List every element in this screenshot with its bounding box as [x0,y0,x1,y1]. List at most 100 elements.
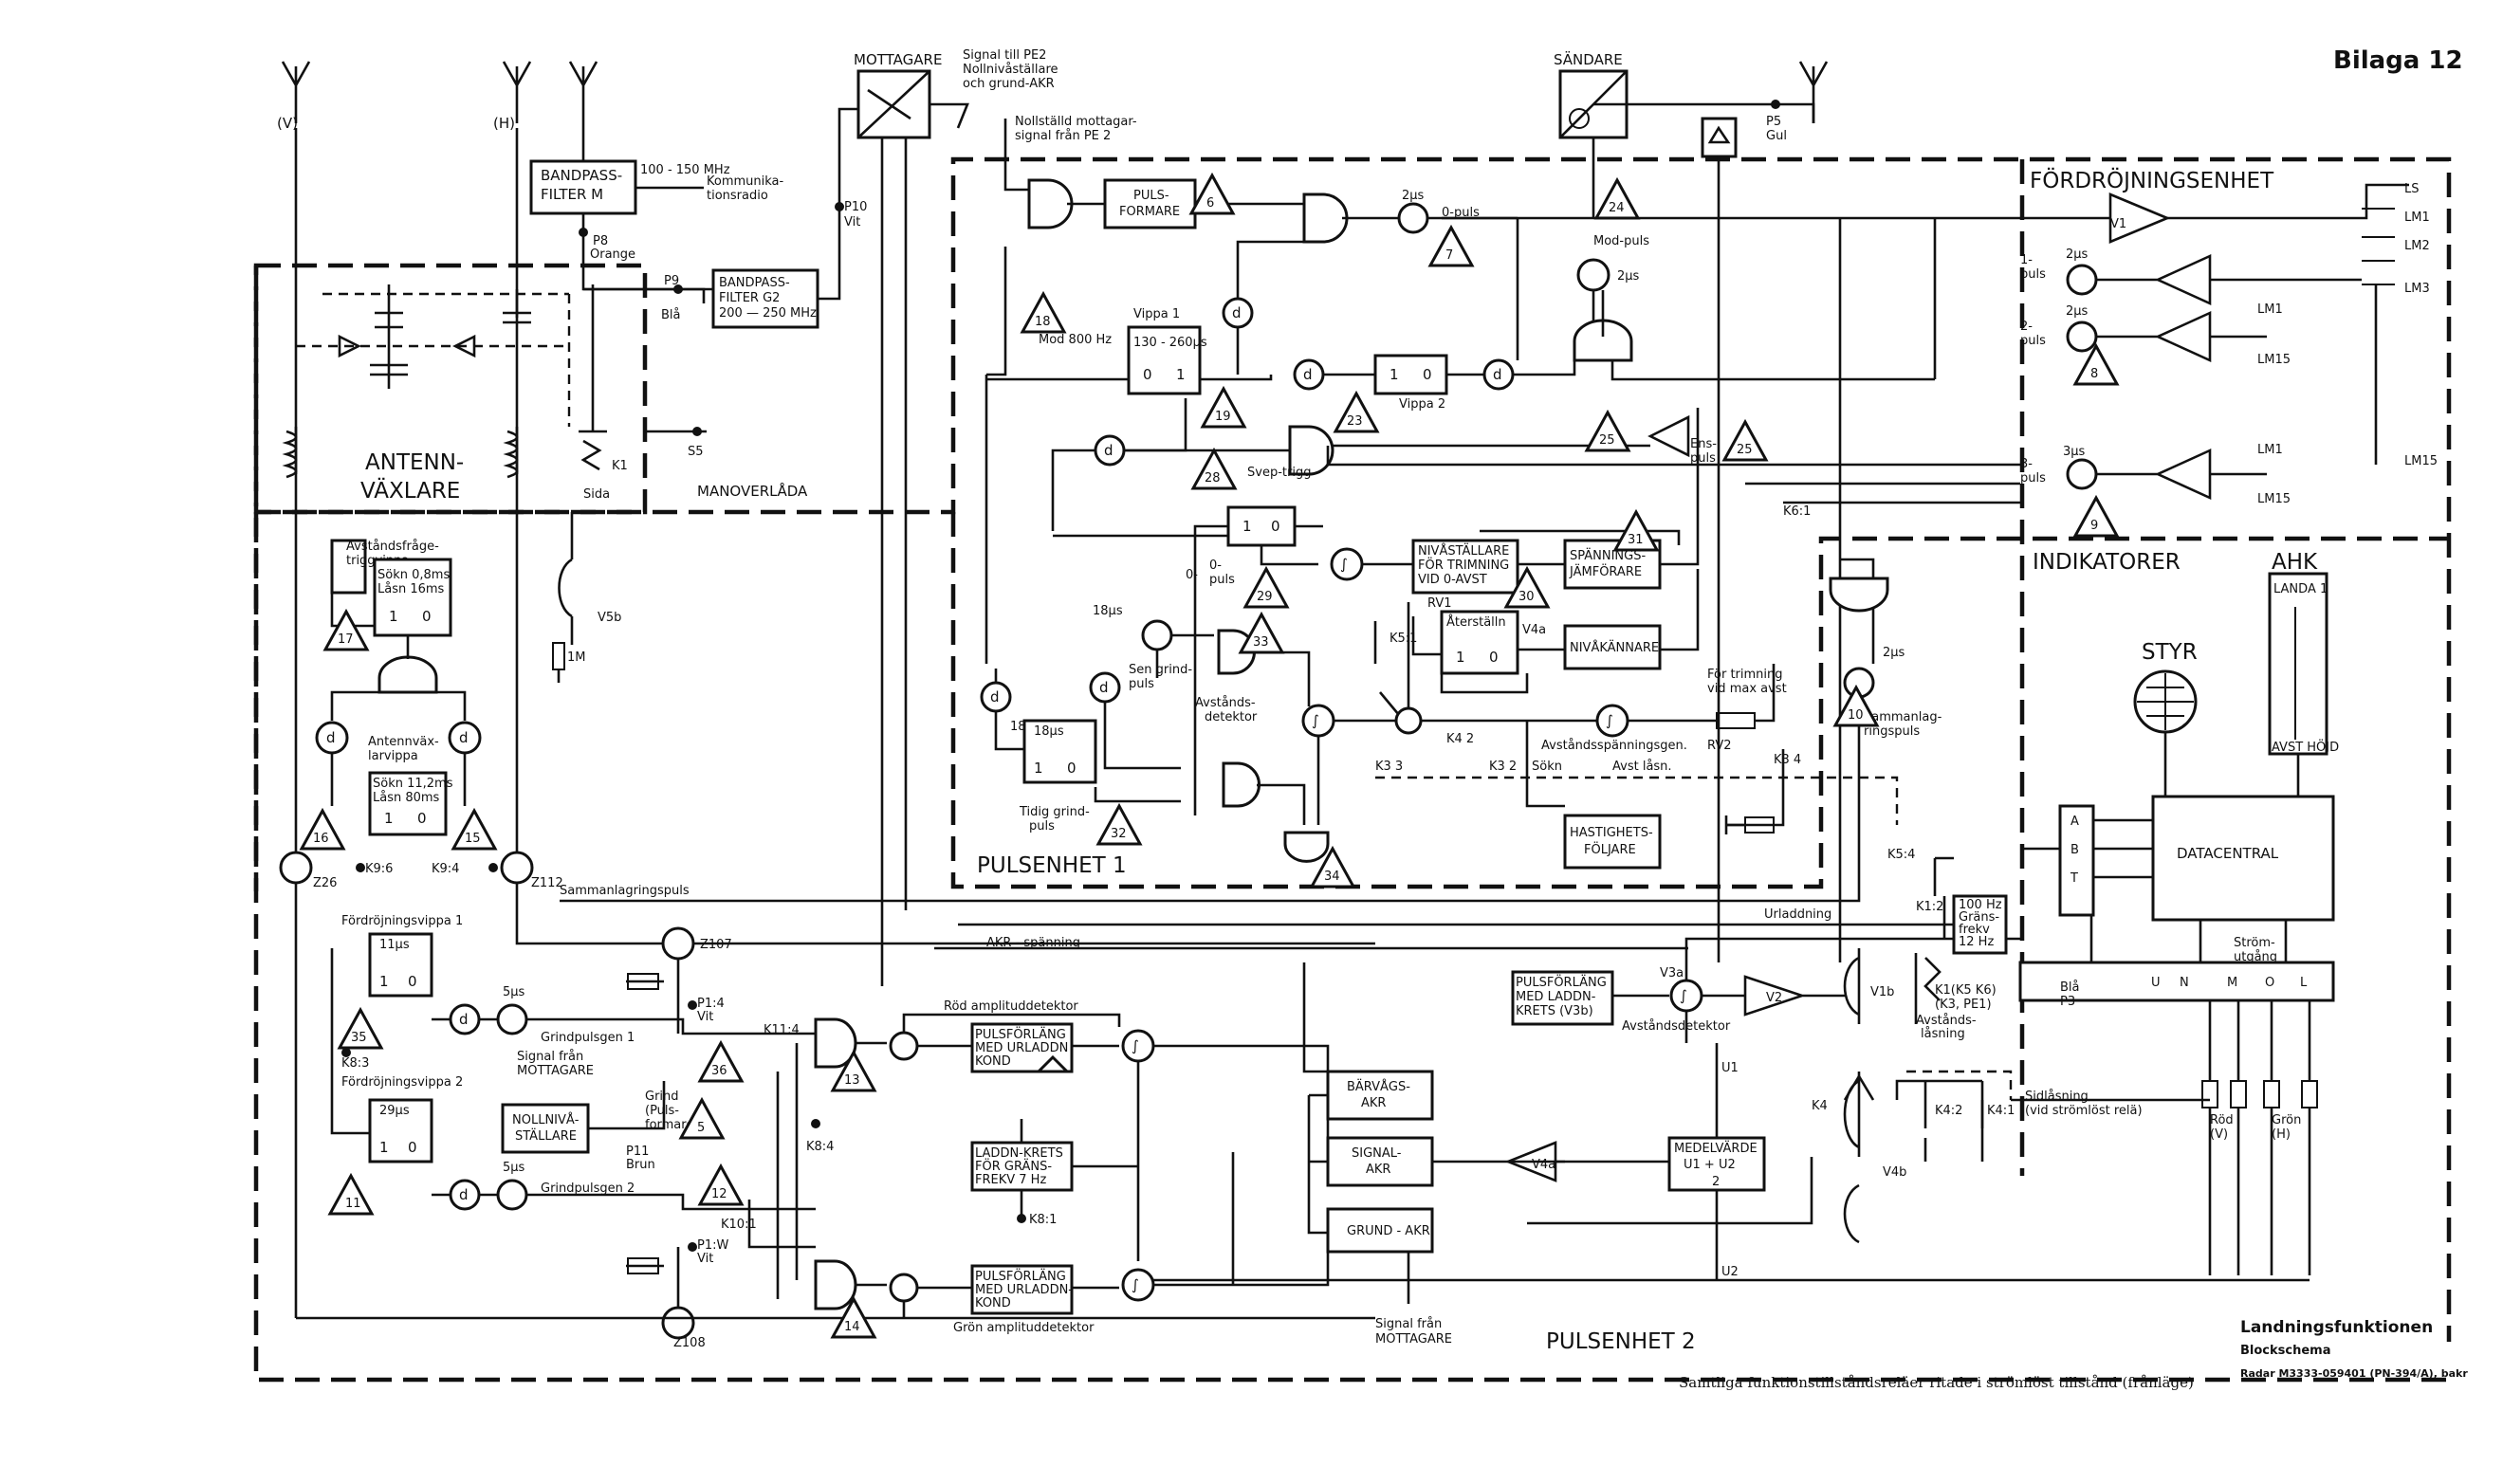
svg-text:24: 24 [1609,201,1625,215]
svg-text:1: 1 [379,1139,389,1156]
svg-text:LM1: LM1 [2404,211,2430,225]
svg-text:Blå: Blå [661,308,681,322]
svg-text:Nollställd mottagar-: Nollställd mottagar- [1015,115,1137,129]
svg-text:O: O [2265,976,2274,990]
svg-text:NOLLNIVÅ-: NOLLNIVÅ- [512,1112,580,1127]
svg-text:FREKV 7 Hz: FREKV 7 Hz [975,1173,1046,1187]
svg-text:FORMARE: FORMARE [1119,205,1180,219]
delay-unit: FÖRDRÖJNINGSENHET V1 LS LM1 LM2 LM3 1- p… [2020,167,2438,506]
svg-text:V4b: V4b [1883,1165,1906,1180]
svg-text:U1: U1 [1721,1061,1739,1075]
svg-text:V4a: V4a [1532,1158,1555,1172]
svg-text:K8:4: K8:4 [806,1140,834,1154]
svg-text:30: 30 [1518,590,1535,604]
bandpass-filter-m: BANDPASS- FILTER M 100 - 150 MHz Kommuni… [529,159,784,303]
svg-text:d: d [459,1011,469,1028]
svg-text:och grund-AKR: och grund-AKR [963,77,1055,91]
svg-text:10: 10 [1848,708,1864,723]
svg-text:1-: 1- [2020,253,2033,267]
svg-text:K5:4: K5:4 [1887,848,1915,862]
summation-lines: 2µs Sammanlag-ringspuls K6:1 [1375,504,1942,903]
svg-text:Gräns-: Gräns- [1959,910,1999,925]
svg-text:A: A [2070,815,2079,829]
antenna-switch-title-1: ANTENN- [365,450,464,475]
svg-text:P11: P11 [626,1145,649,1159]
svg-text:3-: 3- [2020,457,2033,471]
svg-text:KOND: KOND [975,1054,1011,1069]
svg-text:Avståndsspänningsgen.: Avståndsspänningsgen. [1541,739,1687,753]
svg-text:Svep-trigg: Svep-trigg [1247,466,1311,480]
svg-text:K1:2: K1:2 [1916,900,1943,914]
svg-text:34: 34 [1324,870,1340,884]
svg-text:Vippa 1: Vippa 1 [1133,307,1180,321]
footer-title: Landningsfunktionen [2240,1318,2433,1337]
svg-text:Mod 800 Hz: Mod 800 Hz [1039,333,1112,347]
svg-text:13: 13 [844,1073,860,1088]
svg-text:AKR: AKR [1366,1163,1390,1177]
svg-text:29: 29 [1257,590,1273,604]
svg-text:MEDELVÄRDE: MEDELVÄRDE [1674,1141,1758,1156]
svg-text:JÄMFÖRARE: JÄMFÖRARE [1569,563,1642,579]
svg-text:Gul: Gul [1766,129,1787,143]
svg-text:12 Hz: 12 Hz [1959,935,1994,949]
svg-text:Vit: Vit [697,1252,713,1266]
svg-text:LANDA 1: LANDA 1 [2273,582,2328,596]
svg-text:33: 33 [1253,635,1269,650]
antenna-switch-title-2: VÄXLARE [360,477,460,504]
svg-text:d: d [1104,442,1113,459]
svg-text:29µs: 29µs [379,1104,410,1118]
svg-text:d: d [1303,366,1313,383]
svg-text:SIGNAL-: SIGNAL- [1352,1146,1402,1161]
svg-text:K8:3: K8:3 [341,1056,369,1071]
svg-text:12: 12 [711,1187,727,1201]
svg-text:Vit: Vit [697,1010,713,1024]
svg-text:signal från PE 2: signal från PE 2 [1015,129,1111,143]
svg-text:K8:1: K8:1 [1029,1213,1057,1227]
svg-text:Grön amplituddetektor: Grön amplituddetektor [953,1321,1095,1335]
svg-text:AKR: AKR [1361,1096,1386,1110]
svg-text:0: 0 [1489,649,1499,666]
svg-text:FÖLJARE: FÖLJARE [1584,841,1636,857]
svg-text:LM15: LM15 [2257,492,2291,506]
svg-text:2µs: 2µs [1617,269,1640,284]
svg-text:BANDPASS-: BANDPASS- [719,276,790,290]
svg-text:2µs: 2µs [1402,189,1425,203]
svg-text:larvippa: larvippa [368,749,418,763]
antenna-switch-circuit: ANTENN- VÄXLARE K1 Sida S5 MANOVERLÅDA [282,284,808,504]
svg-text:Z26: Z26 [313,876,337,890]
svg-text:M: M [2227,976,2237,990]
svg-text:Urladdning: Urladdning [1764,907,1831,922]
svg-text:K3 2: K3 2 [1489,760,1517,774]
svg-text:FÖRDRÖJNINGSENHET: FÖRDRÖJNINGSENHET [2030,167,2274,193]
svg-text:3µs: 3µs [2063,445,2086,459]
svg-text:19: 19 [1215,410,1231,424]
svg-text:d: d [1493,366,1502,383]
svg-text:25: 25 [1599,433,1615,448]
svg-text:puls: puls [2020,334,2046,348]
svg-text:T: T [2070,871,2078,886]
v5b-tube: V5b 1M [552,512,621,683]
bandpass-m-l2: FILTER M [541,186,603,203]
svg-text:PULS-: PULS- [1133,189,1169,203]
antenna-v-label: (V) [277,115,298,132]
svg-text:Sida: Sida [583,487,610,502]
svg-text:K5:1: K5:1 [1390,632,1417,646]
svg-text:K10:1: K10:1 [721,1218,757,1232]
svg-text:16: 16 [313,832,329,846]
delay-o-label: 0- [1186,568,1198,582]
svg-text:5µs: 5µs [503,1161,525,1175]
svg-text:Sidlåsning: Sidlåsning [2025,1090,2089,1104]
svg-text:K1: K1 [612,459,628,473]
svg-text:K3 3: K3 3 [1375,760,1403,774]
svg-text:2µs: 2µs [2066,304,2089,319]
svg-text:Signal från: Signal från [517,1050,583,1064]
svg-text:vid max avst: vid max avst [1707,682,1787,696]
svg-text:U2: U2 [1721,1265,1739,1279]
footer-subtitle: Blockschema [2240,1344,2330,1358]
svg-text:(K3, PE1): (K3, PE1) [1935,998,1992,1012]
svg-text:28: 28 [1205,471,1221,486]
svg-text:puls: puls [2020,471,2046,486]
svg-text:LS: LS [2404,182,2420,196]
svg-text:2-: 2- [2020,320,2033,334]
